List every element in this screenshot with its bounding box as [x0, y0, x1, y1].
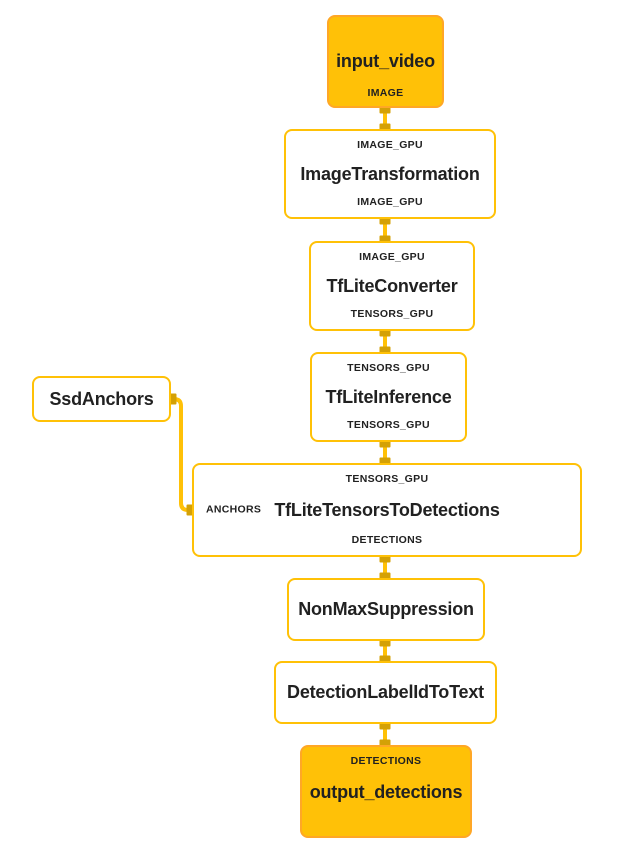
node-output-detections[interactable]: DETECTIONS output_detections: [300, 745, 472, 838]
node-ssd-anchors[interactable]: SsdAnchors: [32, 376, 171, 422]
node-title: DetectionLabelIdToText: [287, 682, 484, 702]
node-title: NonMaxSuppression: [298, 599, 474, 619]
node-tensors-to-detections[interactable]: TENSORS_GPU ANCHORS TfLiteTensorsToDetec…: [192, 463, 582, 557]
node-title: TfLiteInference: [325, 386, 452, 407]
output-stream-label: TENSORS_GPU: [350, 308, 434, 320]
input-stream-label: DETECTIONS: [350, 755, 422, 767]
node-tflite-inference[interactable]: TENSORS_GPU TfLiteInference TENSORS_GPU: [310, 352, 467, 442]
output-stream-label: IMAGE: [367, 87, 404, 99]
node-title: SsdAnchors: [49, 388, 154, 409]
node-image-transformation[interactable]: IMAGE_GPU ImageTransformation IMAGE_GPU: [284, 129, 496, 219]
output-stream-label: TENSORS_GPU: [347, 419, 430, 431]
node-non-max-suppression[interactable]: NonMaxSuppression: [287, 578, 485, 641]
node-input-video[interactable]: input_video IMAGE: [327, 15, 444, 108]
input-stream-label: IMAGE_GPU: [357, 139, 423, 151]
output-stream-label: DETECTIONS: [351, 534, 423, 546]
node-tflite-converter[interactable]: IMAGE_GPU TfLiteConverter TENSORS_GPU: [309, 241, 475, 331]
input-stream-label: TENSORS_GPU: [345, 473, 429, 485]
side-input-label: ANCHORS: [206, 503, 262, 516]
node-title: ImageTransformation: [300, 163, 480, 184]
node-detection-label-id-to-text[interactable]: DetectionLabelIdToText: [274, 661, 497, 724]
node-title: output_detections: [309, 782, 463, 802]
node-title: TfLiteTensorsToDetections: [274, 499, 500, 520]
input-stream-label: TENSORS_GPU: [347, 362, 430, 374]
node-title: input_video: [336, 51, 435, 71]
node-middle-row: ANCHORS TfLiteTensorsToDetections: [198, 499, 576, 522]
edge-ssd-anchors-to-tensors-to-detections: [171, 397, 192, 512]
output-stream-label: IMAGE_GPU: [357, 196, 423, 208]
input-stream-label: IMAGE_GPU: [359, 251, 425, 263]
node-title: TfLiteConverter: [326, 275, 458, 296]
